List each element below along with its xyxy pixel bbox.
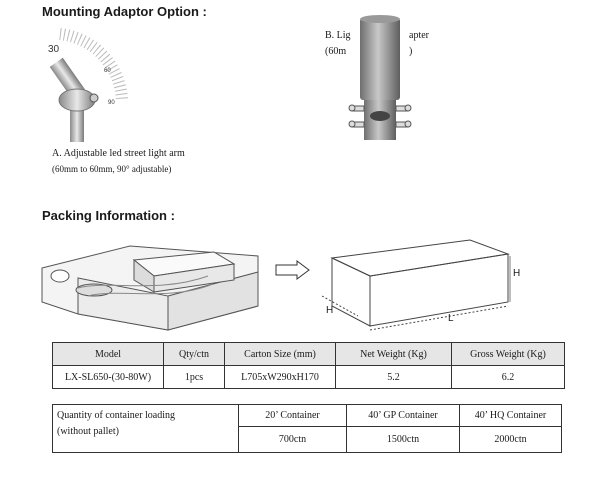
adaptor-b-spec-right: ) — [409, 46, 413, 57]
adaptor-b-caption-left: B. Lig — [325, 30, 351, 41]
dial-label-30: 30 — [48, 44, 60, 55]
right-arrow-icon — [275, 260, 310, 280]
adaptor-a-spec: (60mm to 60mm, 90° adjustable) — [52, 164, 172, 174]
open-carton-image — [41, 245, 259, 331]
svg-text:30: 30 — [48, 44, 60, 55]
svg-text:90: 90 — [108, 100, 115, 106]
cell-net-weight: 5.2 — [335, 365, 452, 389]
header-model: Model — [52, 342, 164, 366]
header-qty: Qty/ctn — [163, 342, 225, 366]
container-label-note: (without pallet) — [57, 426, 119, 437]
header-40-hq-container: 40’ HQ Container — [459, 404, 562, 427]
dimension-width-label: H — [326, 305, 334, 316]
adaptor-b-spec-left: (60m — [325, 46, 347, 57]
dial-label-90: 90 — [108, 100, 115, 106]
packing-title: Packing Information : — [42, 208, 175, 223]
cell-20-container: 700ctn — [238, 426, 347, 453]
cell-qty: 1pcs — [163, 365, 225, 389]
closed-carton-image — [321, 239, 511, 331]
header-20-container: 20’ Container — [238, 404, 347, 427]
adaptor-b-caption-right: apter — [409, 30, 429, 41]
cell-gross-weight: 6.2 — [451, 365, 565, 389]
adapter-tube-image — [348, 15, 412, 140]
cell-model: LX-SL650-(30-80W) — [52, 365, 164, 389]
svg-text:60: 60 — [104, 68, 111, 74]
dimension-height-label: H — [513, 268, 521, 279]
header-gross-weight: Gross Weight (Kg) — [451, 342, 565, 366]
cell-40-gp-container: 1500ctn — [346, 426, 460, 453]
container-label-cell: Quantity of container loading (without p… — [52, 404, 239, 453]
header-carton-size: Carton Size (mm) — [224, 342, 336, 366]
header-40-gp-container: 40’ GP Container — [346, 404, 460, 427]
adaptor-a-caption: A. Adjustable led street light arm — [52, 148, 185, 159]
mounting-title: Mounting Adaptor Option : — [42, 4, 207, 19]
table-row: 700ctn 1500ctn 2000ctn — [53, 426, 562, 453]
product-table: Model Qty/ctn Carton Size (mm) Net Weigh… — [52, 342, 565, 389]
adjustable-arm-image: 30 60 90 — [48, 28, 128, 142]
container-table: Quantity of container loading (without p… — [52, 404, 562, 453]
table-row: LX-SL650-(30-80W) 1pcs L705xW290xH170 5.… — [52, 365, 565, 389]
cell-carton-size: L705xW290xH170 — [224, 365, 336, 389]
container-label: Quantity of container loading — [57, 410, 176, 421]
header-net-weight: Net Weight (Kg) — [335, 342, 452, 366]
dimension-length-label: L — [448, 313, 454, 324]
cell-40-hq-container: 2000ctn — [459, 426, 562, 453]
dial-label-60: 60 — [104, 68, 111, 74]
